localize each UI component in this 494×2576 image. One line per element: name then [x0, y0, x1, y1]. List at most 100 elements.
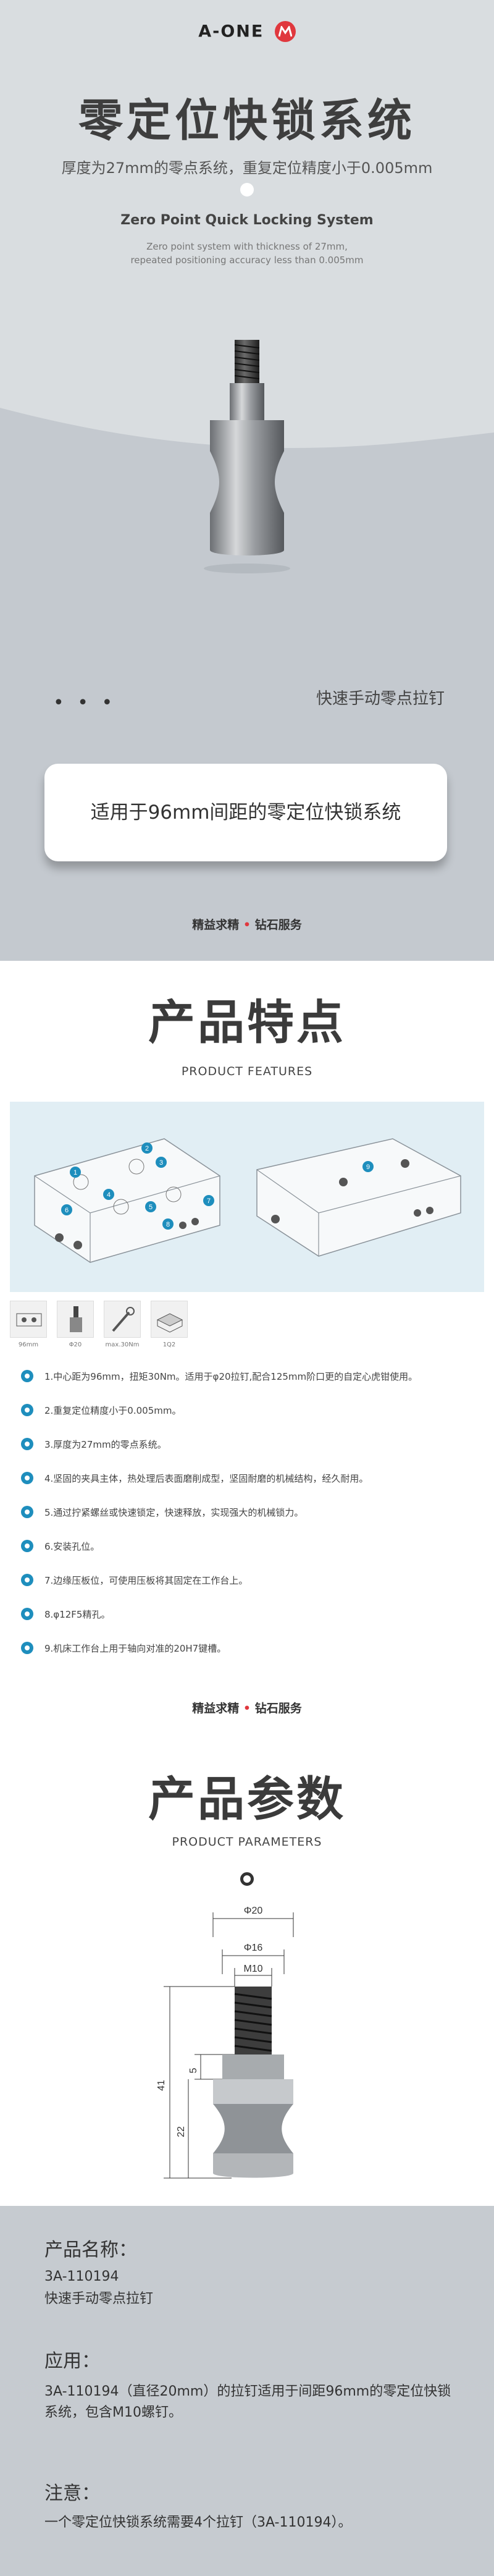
feature-item-5: 5.通过拧紧螺丝或快速锁定，快速释放，实现强大的机械锁力。: [21, 1505, 478, 1523]
marker-2-label: 2: [145, 1145, 149, 1152]
slogan-separator: •: [243, 1702, 251, 1715]
parameters-section: 产品参数 PRODUCT PARAMETERS Φ20 Φ16 M10 5 41: [0, 1749, 494, 2206]
feature-item-8: 8.φ12F5精孔。: [21, 1607, 478, 1625]
marker-8: 8: [162, 1218, 174, 1230]
marker-7-label: 7: [207, 1197, 211, 1205]
feature-text-3: 3.厚度为27mm的零点系统。: [44, 1439, 167, 1450]
ring-decoration: [240, 1872, 254, 1886]
torque-wrench-icon-caption: max.30Nm: [105, 1341, 140, 1348]
torque-wrench-icon: [104, 1301, 141, 1338]
dim-phi16: Φ16: [244, 1943, 263, 1953]
hero-description: 厚度为27mm的零点系统，重复定位精度小于0.005mm: [61, 159, 433, 177]
hero-dot-decoration: [240, 183, 254, 196]
slogan-right: 钻石服务: [254, 918, 302, 932]
marker-5-label: 5: [149, 1204, 153, 1211]
feature-text-1: 1.中心距为96mm，扭矩30Nm。适用于φ20拉钉,配合125mm阶口更的自定…: [44, 1371, 418, 1382]
hero-product-tag: 快速手动零点拉钉: [316, 690, 445, 708]
hero-title: 零定位快锁系统: [78, 95, 416, 146]
note-label: 注意：: [44, 2483, 100, 2504]
feature-item-1: 1.中心距为96mm，扭矩30Nm。适用于φ20拉钉,配合125mm阶口更的自定…: [21, 1369, 478, 1387]
product-name-label: 产品名称：: [44, 2239, 137, 2261]
feature-text-9: 9.机床工作台上用于轴向对准的20H7键槽。: [44, 1643, 227, 1654]
bullet-icon: [21, 1404, 33, 1416]
pull-stud-dimension-drawing: Φ20 Φ16 M10 5 41 22: [156, 1906, 294, 2179]
plate-icon-caption: 1Q2: [162, 1341, 176, 1348]
dim-m10: M10: [243, 1964, 262, 1974]
feature-item-3: 3.厚度为27mm的零点系统。: [21, 1437, 478, 1455]
product-name: 快速手动零点拉钉: [44, 2291, 154, 2307]
features-section: 产品特点 PRODUCT FEATURES: [0, 961, 494, 1749]
hero-english-subtitle-line-1: Zero point system with thickness of 27mm…: [146, 241, 348, 252]
marker-4: 4: [103, 1189, 114, 1200]
pull-stud-icon: [57, 1301, 94, 1338]
marker-1: 1: [70, 1167, 81, 1178]
note-text: 一个零定位快锁系统需要4个拉钉（3A-110194）。: [44, 2515, 352, 2530]
marker-1-label: 1: [73, 1169, 77, 1176]
brand-name: A-ONE: [198, 22, 264, 41]
slogan-separator: •: [243, 918, 251, 932]
feature-item-2: 2.重复定位精度小于0.005mm。: [21, 1403, 478, 1421]
marker-5: 5: [145, 1201, 156, 1212]
dim-phi20: Φ20: [244, 1906, 263, 1916]
hero-english-title: Zero Point Quick Locking System: [120, 213, 374, 228]
features-title: 产品特点: [148, 995, 346, 1050]
bullet-icon: [21, 1642, 33, 1654]
feature-item-6: 6.安装孔位。: [21, 1539, 478, 1557]
marker-2: 2: [141, 1142, 153, 1154]
feature-item-7: 7.边缘压板位，可使用压板将其固定在工作台上。: [21, 1573, 478, 1591]
parameters-subtitle: PRODUCT PARAMETERS: [172, 1835, 322, 1849]
hero-dots-decoration: • • •: [53, 692, 117, 714]
left-plate-drawing: [34, 1138, 220, 1263]
parameters-title: 产品参数: [148, 1772, 346, 1826]
pin-body: [213, 1987, 293, 2178]
bullet-icon: [21, 1574, 33, 1586]
application-text: 3A-110194（直径20mm）的拉钉适用于间距96mm的零定位快锁系统，包含…: [44, 2384, 451, 2420]
pull-stud-icon-caption: Φ20: [69, 1341, 82, 1348]
brand-header: A-ONE: [0, 21, 494, 42]
pull-stud-product-image: [204, 340, 290, 573]
marker-3: 3: [156, 1157, 167, 1168]
marker-9: 9: [362, 1161, 374, 1172]
feature-text-6: 6.安装孔位。: [44, 1541, 100, 1552]
marker-9-label: 9: [366, 1163, 370, 1171]
dim-22: 22: [176, 2126, 186, 2137]
feature-item-9: 9.机床工作台上用于轴向对准的20H7键槽。: [21, 1641, 478, 1659]
hero-info-card: 适用于96mm间距的零定位快锁系统: [44, 764, 447, 861]
right-plate-drawing: [256, 1138, 461, 1257]
slogan-right: 钻石服务: [254, 1702, 302, 1715]
bullet-icon: [21, 1472, 33, 1484]
hero-english-subtitle: Zero point system with thickness of 27mm…: [0, 240, 494, 267]
feature-text-4: 4.坚固的夹具主体，热处理后表面磨削成型，坚固耐磨的机械结构，经久耐用。: [44, 1473, 369, 1484]
hero-card-text: 适用于96mm间距的零定位快锁系统: [90, 801, 401, 824]
bullet-icon: [21, 1540, 33, 1552]
hero-english-subtitle-line-2: repeated positioning accuracy less than …: [130, 255, 364, 266]
marker-6: 6: [61, 1204, 72, 1215]
marker-3-label: 3: [159, 1159, 163, 1167]
marker-7: 7: [203, 1195, 214, 1206]
feature-text-5: 5.通过拧紧螺丝或快速锁定，快速释放，实现强大的机械锁力。: [44, 1507, 304, 1518]
plate-icon: [151, 1301, 188, 1338]
marker-4-label: 4: [107, 1191, 111, 1199]
marker-8-label: 8: [166, 1221, 170, 1228]
bullet-icon: [21, 1608, 33, 1620]
brand-logo-icon: [274, 21, 296, 42]
application-label: 应用：: [44, 2350, 100, 2372]
dim-41: 41: [156, 2080, 167, 2091]
dim-5: 5: [188, 2067, 199, 2073]
feature-text-7: 7.边缘压板位，可使用压板将其固定在工作台上。: [44, 1575, 248, 1586]
feature-text-8: 8.φ12F5精孔。: [44, 1609, 111, 1620]
slogan-features: 精益求精 • 钻石服务: [0, 1699, 494, 1716]
slogan-left: 精益求精: [192, 1702, 240, 1715]
feature-text-2: 2.重复定位精度小于0.005mm。: [44, 1405, 182, 1416]
spacing-icon: [10, 1301, 47, 1338]
hero-banner: A-ONE 零定位快锁系统 厚度为27mm的零点系统，重复定位精度小于0.005…: [0, 0, 494, 961]
features-subtitle: PRODUCT FEATURES: [181, 1065, 313, 1078]
marker-6-label: 6: [65, 1207, 69, 1214]
bullet-icon: [21, 1370, 33, 1382]
features-diagram-image: 1 2 3 4 5 6 7 8 9: [10, 1102, 484, 1292]
slogan: 精益求精 • 钻石服务: [0, 916, 494, 932]
slogan-left: 精益求精: [192, 918, 240, 932]
product-info-section: 产品名称： 3A-110194 快速手动零点拉钉 应用： 3A-110194（直…: [0, 2206, 494, 2576]
bullet-icon: [21, 1506, 33, 1518]
spacing-icon-caption: 96mm: [18, 1341, 39, 1348]
